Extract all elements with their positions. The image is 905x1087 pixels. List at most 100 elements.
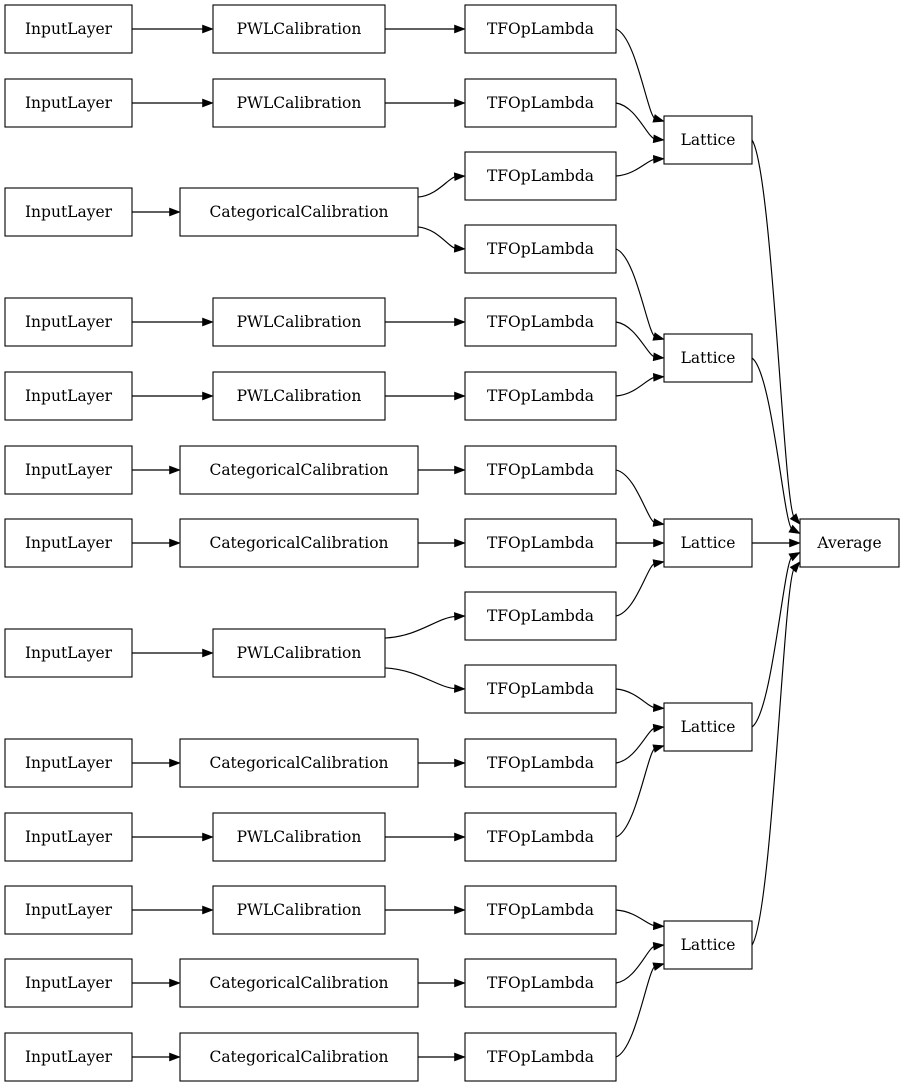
node-tfop-lambda-op4[interactable]: TFOpLambda [464, 224, 617, 274]
node-box[interactable] [179, 1032, 419, 1082]
node-box[interactable] [464, 591, 617, 641]
node-box[interactable] [464, 4, 617, 54]
edge-line [751, 357, 793, 530]
node-box[interactable] [212, 371, 386, 421]
node-box[interactable] [4, 78, 133, 128]
node-box[interactable] [464, 958, 617, 1008]
node-input-layer-in6[interactable]: InputLayer [4, 445, 133, 495]
node-categorical-calibration-cal12[interactable]: CategoricalCalibration [179, 958, 419, 1008]
node-box[interactable] [663, 333, 753, 383]
node-input-layer-in11[interactable]: InputLayer [4, 885, 133, 935]
edge-line [417, 176, 457, 198]
node-box[interactable] [464, 518, 617, 568]
node-tfop-lambda-op6[interactable]: TFOpLambda [464, 371, 617, 421]
node-box[interactable] [464, 445, 617, 495]
node-box[interactable] [212, 78, 386, 128]
node-box[interactable] [464, 738, 617, 788]
node-input-layer-in10[interactable]: InputLayer [4, 812, 133, 862]
node-categorical-calibration-cal13[interactable]: CategoricalCalibration [179, 1032, 419, 1082]
node-tfop-lambda-op5[interactable]: TFOpLambda [464, 297, 617, 347]
node-input-layer-in9[interactable]: InputLayer [4, 738, 133, 788]
node-box[interactable] [179, 518, 419, 568]
edge-cal2-to-op2 [385, 98, 466, 108]
node-pwlcalibration-cal8[interactable]: PWLCalibration [212, 628, 386, 678]
node-tfop-lambda-op15[interactable]: TFOpLambda [464, 1032, 617, 1082]
node-tfop-lambda-op11[interactable]: TFOpLambda [464, 738, 617, 788]
node-box[interactable] [464, 224, 617, 274]
node-box[interactable] [464, 1032, 617, 1082]
node-input-layer-in1[interactable]: InputLayer [4, 4, 133, 54]
node-lattice-lat3[interactable]: Lattice [663, 518, 753, 568]
node-categorical-calibration-cal9[interactable]: CategoricalCalibration [179, 738, 419, 788]
node-box[interactable] [464, 78, 617, 128]
node-box[interactable] [179, 445, 419, 495]
node-categorical-calibration-cal6[interactable]: CategoricalCalibration [179, 445, 419, 495]
node-pwlcalibration-cal4[interactable]: PWLCalibration [212, 297, 386, 347]
node-box[interactable] [179, 738, 419, 788]
node-box[interactable] [464, 664, 617, 714]
node-pwlcalibration-cal10[interactable]: PWLCalibration [212, 812, 386, 862]
node-input-layer-in12[interactable]: InputLayer [4, 958, 133, 1008]
node-box[interactable] [464, 885, 617, 935]
node-box[interactable] [4, 1032, 133, 1082]
node-input-layer-in3[interactable]: InputLayer [4, 187, 133, 237]
node-box[interactable] [4, 297, 133, 347]
node-box[interactable] [212, 885, 386, 935]
node-box[interactable] [663, 702, 753, 752]
node-box[interactable] [4, 445, 133, 495]
node-box[interactable] [4, 885, 133, 935]
edge-arrowhead [652, 941, 665, 951]
node-box[interactable] [464, 151, 617, 201]
node-tfop-lambda-op2[interactable]: TFOpLambda [464, 78, 617, 128]
node-box[interactable] [4, 738, 133, 788]
node-tfop-lambda-op12[interactable]: TFOpLambda [464, 812, 617, 862]
node-categorical-calibration-cal3[interactable]: CategoricalCalibration [179, 187, 419, 237]
node-box[interactable] [4, 812, 133, 862]
node-lattice-lat2[interactable]: Lattice [663, 333, 753, 383]
node-tfop-lambda-op3[interactable]: TFOpLambda [464, 151, 617, 201]
node-box[interactable] [4, 518, 133, 568]
node-box[interactable] [4, 4, 133, 54]
node-average-avg[interactable]: Average [799, 518, 900, 568]
node-tfop-lambda-op9[interactable]: TFOpLambda [464, 591, 617, 641]
node-tfop-lambda-op10[interactable]: TFOpLambda [464, 664, 617, 714]
node-lattice-lat1[interactable]: Lattice [663, 115, 753, 165]
node-box[interactable] [4, 187, 133, 237]
node-box[interactable] [464, 371, 617, 421]
edge-cal8-to-op10 [384, 667, 466, 693]
node-input-layer-in7[interactable]: InputLayer [4, 518, 133, 568]
node-lattice-lat4[interactable]: Lattice [663, 702, 753, 752]
node-box[interactable] [799, 518, 900, 568]
node-tfop-lambda-op1[interactable]: TFOpLambda [464, 4, 617, 54]
node-pwlcalibration-cal11[interactable]: PWLCalibration [212, 885, 386, 935]
node-tfop-lambda-op8[interactable]: TFOpLambda [464, 518, 617, 568]
node-tfop-lambda-op14[interactable]: TFOpLambda [464, 958, 617, 1008]
node-lattice-lat5[interactable]: Lattice [663, 920, 753, 970]
node-box[interactable] [179, 958, 419, 1008]
node-box[interactable] [4, 371, 133, 421]
node-box[interactable] [663, 115, 753, 165]
node-input-layer-in5[interactable]: InputLayer [4, 371, 133, 421]
node-tfop-lambda-op13[interactable]: TFOpLambda [464, 885, 617, 935]
node-box[interactable] [212, 628, 386, 678]
node-box[interactable] [4, 958, 133, 1008]
node-tfop-lambda-op7[interactable]: TFOpLambda [464, 445, 617, 495]
node-box[interactable] [4, 628, 133, 678]
node-box[interactable] [212, 297, 386, 347]
node-box[interactable] [663, 518, 753, 568]
node-input-layer-in8[interactable]: InputLayer [4, 628, 133, 678]
node-box[interactable] [464, 812, 617, 862]
node-box[interactable] [212, 812, 386, 862]
node-box[interactable] [179, 187, 419, 237]
node-pwlcalibration-cal5[interactable]: PWLCalibration [212, 371, 386, 421]
node-box[interactable] [663, 920, 753, 970]
node-box[interactable] [464, 297, 617, 347]
node-input-layer-in13[interactable]: InputLayer [4, 1032, 133, 1082]
node-pwlcalibration-cal2[interactable]: PWLCalibration [212, 78, 386, 128]
node-pwlcalibration-cal1[interactable]: PWLCalibration [212, 4, 386, 54]
node-categorical-calibration-cal7[interactable]: CategoricalCalibration [179, 518, 419, 568]
node-input-layer-in2[interactable]: InputLayer [4, 78, 133, 128]
edge-line [615, 562, 656, 617]
node-box[interactable] [212, 4, 386, 54]
node-input-layer-in4[interactable]: InputLayer [4, 297, 133, 347]
